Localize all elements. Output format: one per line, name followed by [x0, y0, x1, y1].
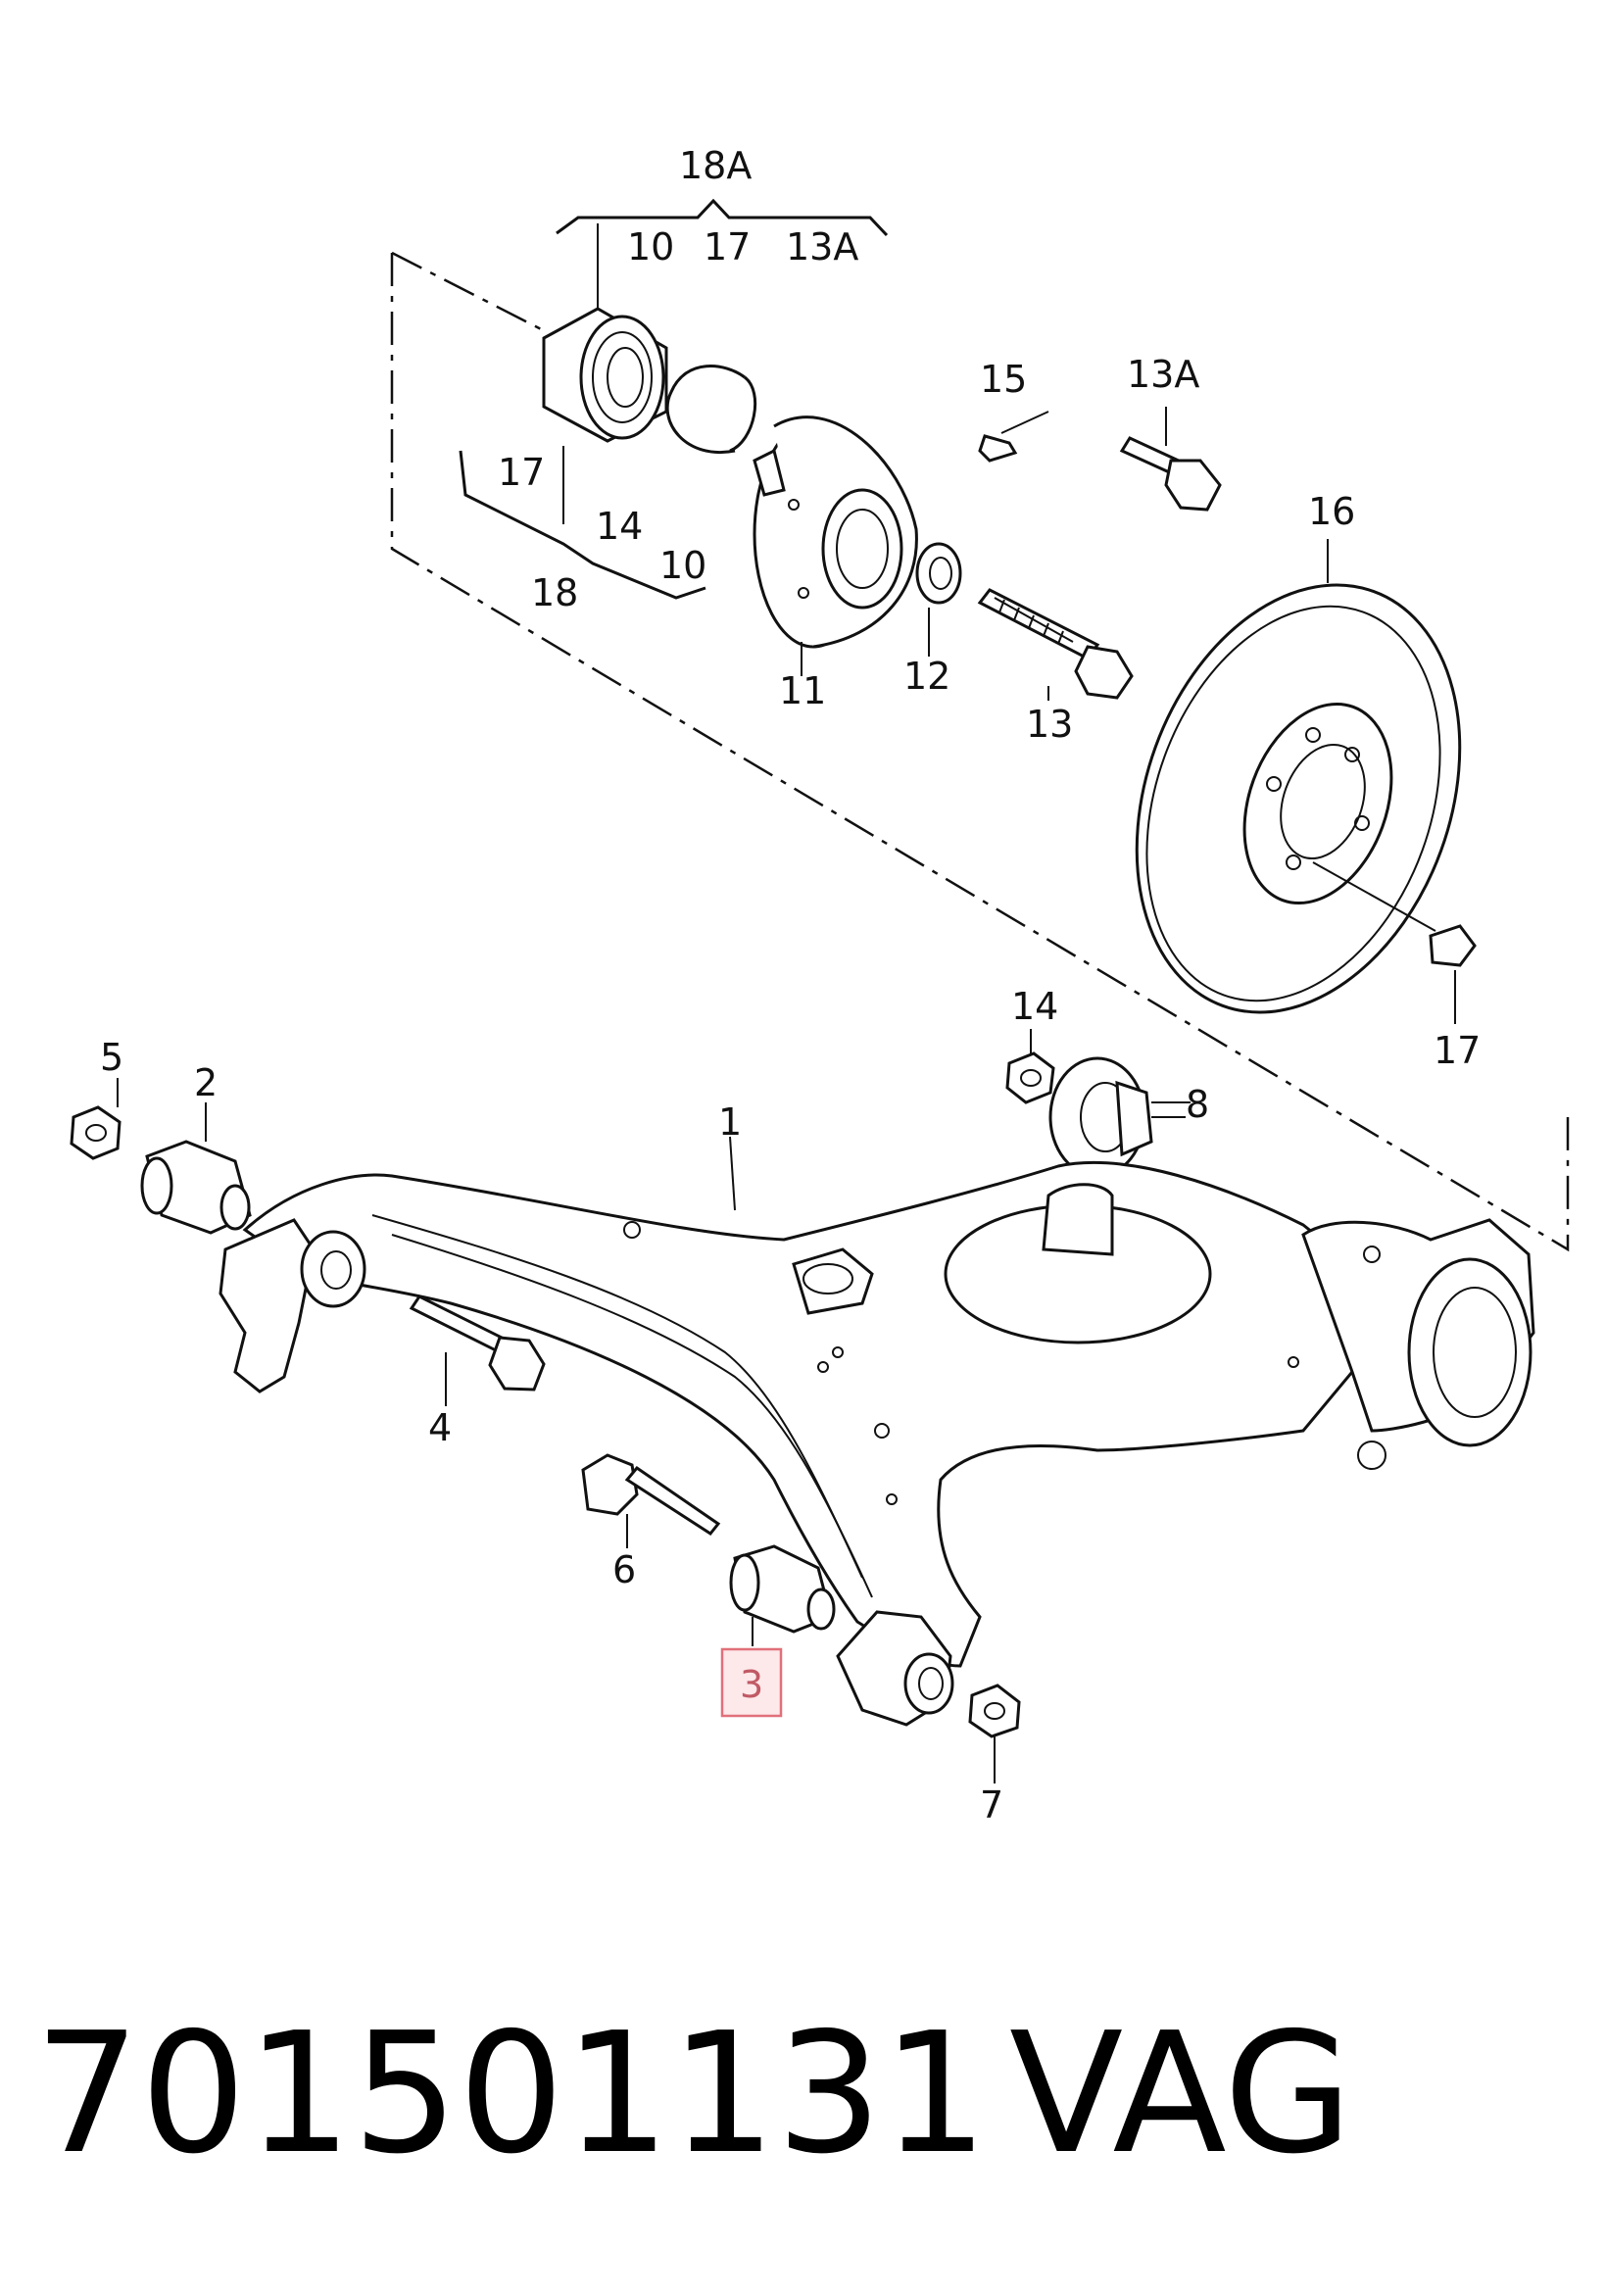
rear-mount	[836, 1610, 954, 1727]
circlip	[665, 365, 757, 454]
nut-5	[70, 1105, 122, 1160]
wheel-carrier	[1288, 1218, 1535, 1470]
label-16: 16	[1308, 490, 1355, 533]
highlight-3	[720, 1647, 783, 1718]
hub-spacer	[915, 542, 962, 605]
label-10-left: 10	[659, 544, 706, 587]
label-2: 2	[194, 1061, 218, 1104]
label-18: 18	[531, 571, 578, 614]
label-14-left: 14	[596, 505, 643, 548]
label-7: 7	[980, 1783, 1003, 1827]
label-6: 6	[612, 1548, 636, 1591]
flange-bolt-13A	[1119, 436, 1222, 512]
label-17-top: 17	[704, 225, 751, 269]
label-11: 11	[779, 669, 826, 712]
leader-lines	[117, 407, 1456, 1783]
hub-bolt	[977, 588, 1134, 700]
control-arm	[242, 1160, 1354, 1668]
callout-labels: 18A 10 17 13A 15 13A 17 14 10 18 16 11 1…	[100, 144, 1481, 1827]
bush-3	[729, 1544, 836, 1634]
footer: 701501131 VAG	[34, 1997, 1352, 2191]
mount-bracket	[219, 1218, 366, 1393]
label-13A-top: 13A	[786, 225, 858, 269]
bush-8	[1048, 1056, 1186, 1178]
label-15: 15	[980, 358, 1027, 401]
label-1: 1	[718, 1100, 742, 1144]
label-13A-bolt: 13A	[1127, 353, 1199, 396]
bracket-18A	[556, 198, 889, 314]
label-10-top: 10	[627, 225, 674, 269]
brand-name: VAG	[1009, 1997, 1352, 2191]
label-3: 3	[740, 1663, 763, 1706]
part-number: 701501131	[34, 1997, 988, 2191]
label-13: 13	[1026, 703, 1073, 746]
assembly-boundary	[390, 251, 1570, 1252]
dowel-pin	[978, 434, 1018, 463]
disc-screw	[1429, 924, 1477, 967]
label-4: 4	[428, 1406, 452, 1449]
label-8: 8	[1186, 1083, 1209, 1126]
wheel-bearing	[542, 307, 668, 443]
bolt-4	[409, 1295, 546, 1392]
label-12: 12	[903, 655, 950, 698]
nut-14	[1005, 1051, 1055, 1104]
bracket-18	[459, 446, 706, 600]
label-17-right: 17	[1434, 1029, 1481, 1072]
label-17-left: 17	[498, 451, 545, 494]
wheel-hub	[753, 415, 918, 649]
label-14-right: 14	[1011, 985, 1058, 1028]
bolt-6	[581, 1453, 721, 1536]
nut-7	[968, 1684, 1021, 1738]
label-5: 5	[100, 1036, 123, 1079]
bush-2	[140, 1140, 252, 1235]
label-18A: 18A	[679, 144, 752, 187]
brake-disc	[1135, 583, 1462, 1014]
